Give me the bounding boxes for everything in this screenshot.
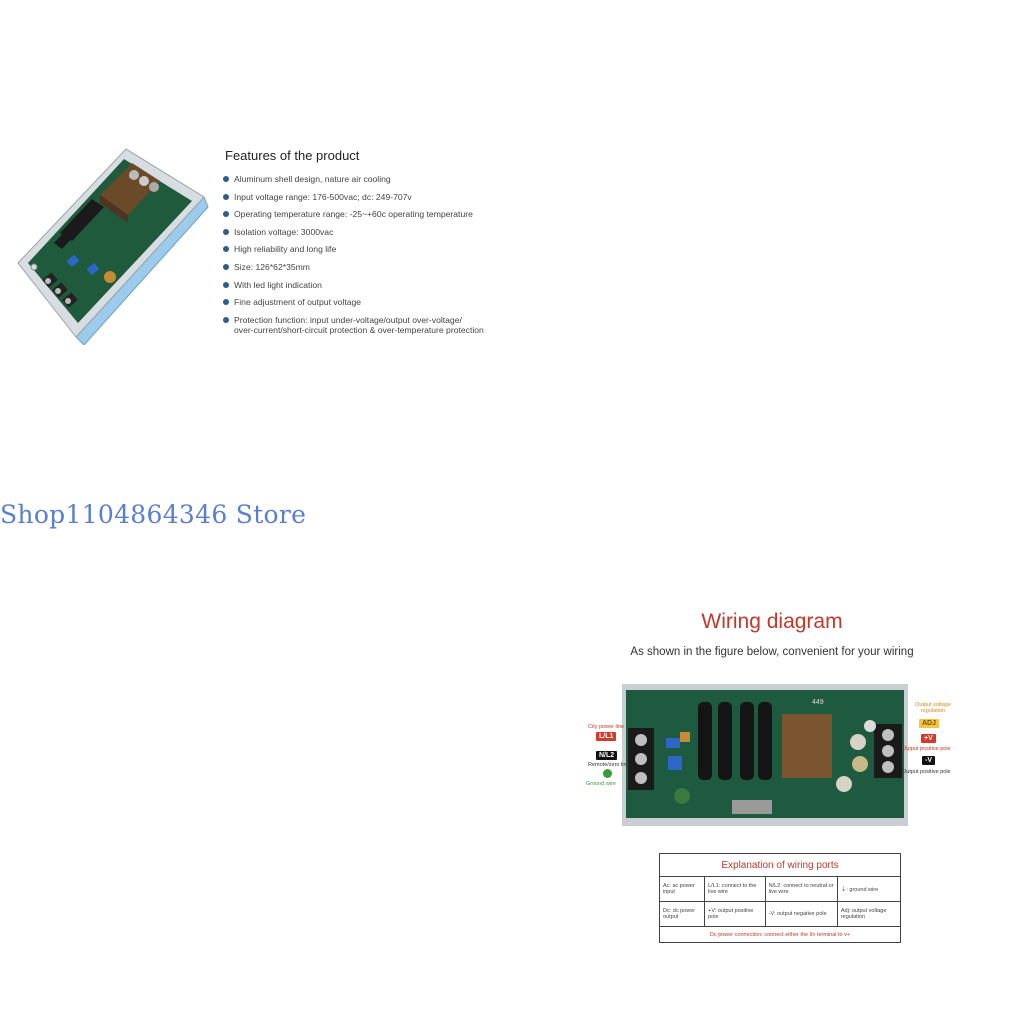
feature-text: With led light indication <box>234 279 322 290</box>
label-output-regulation: Output voltage regulation <box>915 702 951 714</box>
wiring-diagram: Wiring diagram As shown in the figure be… <box>582 576 962 964</box>
features-block: Features of the product Aluminum shell d… <box>222 148 512 342</box>
feature-item: Size: 126*62*35mm <box>222 262 512 272</box>
ports-table: Explanation of wiring ports Ac: ac power… <box>658 853 902 943</box>
feature-item: Operating temperature range: -25~+60c op… <box>222 209 512 219</box>
terminal-minus-v-tag: -V <box>922 756 935 765</box>
feature-item: Fine adjustment of output voltage <box>222 297 512 307</box>
terminal-plus-v-tag: +V <box>921 734 936 743</box>
feature-text: High reliability and long life <box>234 244 337 255</box>
label-neutral-line: Remote/zero line <box>588 762 630 768</box>
bullet-icon <box>223 281 229 288</box>
feature-text: Aluminum shell design, nature air coolin… <box>234 174 391 184</box>
product-photo <box>17 148 209 345</box>
table-cell: Ac: ac power input <box>658 876 706 902</box>
table-cell: -V: output negative pole <box>764 901 838 927</box>
ports-table-title: Explanation of wiring ports <box>659 853 901 877</box>
table-cell: N/L2: connect to neutral or live wire <box>764 876 838 902</box>
label-ground-wire: Ground wire <box>586 781 616 787</box>
bullet-icon <box>223 263 229 270</box>
feature-text: Isolation voltage: 3000vac <box>234 226 334 237</box>
bullet-icon <box>223 316 229 323</box>
table-cell: Dc: dc power output <box>658 901 706 927</box>
table-cell: +V: output positive pole <box>704 901 766 927</box>
ports-table-note: Dc power connection: connect either the … <box>659 926 901 943</box>
bullet-icon <box>223 176 229 182</box>
table-cell: ⏚: ground wire <box>836 876 902 902</box>
terminal-adj-tag: ADJ <box>919 719 940 728</box>
features-title: Features of the product <box>225 148 360 163</box>
feature-item: Isolation voltage: 3000vac <box>222 227 512 237</box>
wiring-title: Wiring diagram <box>701 610 843 633</box>
board-marking: 449 <box>812 699 824 706</box>
table-cell: L/L1: connect to the live wire <box>704 876 766 902</box>
feature-text: over-current/short-circuit protection & … <box>234 324 484 335</box>
board-photo: 449 <box>622 684 908 826</box>
feature-text: Operating temperature range: -25~+60c op… <box>234 209 473 220</box>
label-positive-pole: Output positive pole <box>902 746 951 752</box>
feature-item-protection: Protection function: input under-voltage… <box>222 315 512 335</box>
table-row: Ac: ac power input L/L1: connect to the … <box>658 876 902 902</box>
terminal-l1-tag: L/L1 <box>596 732 617 741</box>
feature-list: Aluminum shell design, nature air coolin… <box>222 174 512 335</box>
bullet-icon <box>223 246 229 253</box>
feature-item: With led light indication <box>222 280 512 290</box>
feature-text: Size: 126*62*35mm <box>234 261 310 272</box>
feature-text: Fine adjustment of output voltage <box>234 297 362 308</box>
table-row: Dc: dc power output +V: output positive … <box>658 901 902 927</box>
terminal-n2-tag: N/L2 <box>596 751 618 760</box>
bullet-icon <box>223 228 229 235</box>
feature-item: Aluminum shell design, nature air coolin… <box>222 174 512 184</box>
bullet-icon <box>223 193 229 200</box>
feature-item: High reliability and long life <box>222 244 512 254</box>
store-name-link[interactable]: Shop1104864346 Store <box>0 500 307 529</box>
feature-item: Input voltage range: 176-500vac; dc: 249… <box>222 192 512 202</box>
label-city-power: City power line <box>588 724 625 730</box>
bullet-icon <box>223 299 229 306</box>
table-cell: Adj: output voltage regulation <box>836 901 902 927</box>
feature-text: Input voltage range: 176-500vac; dc: 249… <box>234 191 412 202</box>
label-negative-pole: Output positive pole <box>902 769 951 775</box>
feature-text: Protection function: input under-voltage… <box>234 314 462 325</box>
board-area: 449 City power line L/L1 N/L2 Remote/zer… <box>582 674 962 834</box>
ground-icon <box>603 769 612 778</box>
wiring-subtitle: As shown in the figure below, convenient… <box>630 646 914 658</box>
bullet-icon <box>223 211 229 218</box>
